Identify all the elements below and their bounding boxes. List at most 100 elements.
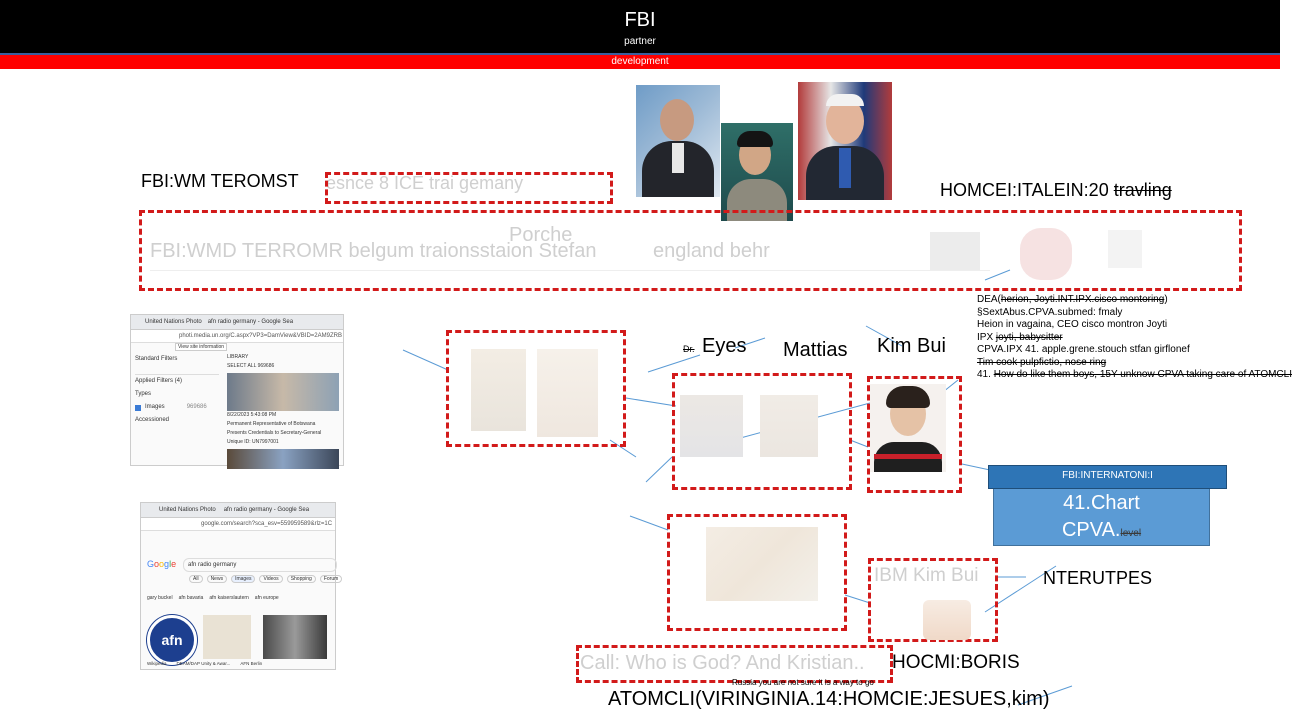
info-box-header	[988, 465, 1227, 489]
address-bar: photi.media.un.org/C.aspx?VP3=DamView&VB…	[131, 330, 343, 343]
note-item: CPVA.IPX 41. apple.grene.stouch stfan gi…	[977, 344, 1190, 355]
suggestion: afn bavaria	[178, 595, 204, 601]
info-box-header-label: FBI:INTERNATONI:I	[1062, 470, 1153, 481]
result-caption: Presents Credentials to Secretary-Genera…	[227, 430, 322, 436]
result-thumb	[227, 373, 339, 411]
label-hocmi-boris: HOCMI:BORIS	[892, 652, 1020, 673]
faint-portrait-man	[760, 395, 818, 457]
chip: Forum	[319, 575, 343, 583]
chip: Videos	[259, 575, 283, 583]
portrait-photo-kim-bui	[870, 384, 946, 472]
note-item: §SextAbus.CPVA.submed: fmaly	[977, 306, 1123, 318]
divider	[135, 374, 219, 375]
label-call-god: Call: Who is God? And Kristian..	[580, 652, 865, 674]
dashed-box-wmd	[139, 210, 1242, 291]
dashed-box-wm-terror	[325, 172, 613, 204]
notes-list: DEA(herion, Joyti.INT.IPX.cisco montorin…	[977, 294, 1292, 382]
suggestion: afn europe	[254, 595, 279, 601]
development-label: development	[611, 56, 669, 67]
photo-thumb	[263, 615, 327, 659]
note-item: Tim cook pulpfictio, nose ring	[977, 356, 1107, 368]
label-eyes: Eyes	[702, 335, 747, 357]
result-caption: Permanent Representative of Botswana	[227, 421, 316, 427]
note-item: Heion in vagaina, CEO cisco montron Joyt…	[977, 319, 1168, 330]
tooltip: View site information	[175, 343, 228, 351]
filter-chips: All News Images Videos Shopping Forum	[189, 575, 343, 583]
chip: Shopping	[286, 575, 316, 583]
label-homcei-text: HOMCEI:ITALEIN:20	[940, 180, 1109, 200]
browser-tab: United Nations Photo	[145, 319, 202, 325]
filter-sidebar: Standard Filters Applied Filters (4) Typ…	[135, 353, 219, 427]
faint-portrait-person	[537, 349, 598, 437]
dashed-box-mattias	[672, 373, 852, 490]
result-thumb	[227, 449, 339, 469]
development-bar	[0, 55, 1280, 69]
dashed-box-portraits-left	[446, 330, 626, 447]
header-subtitle: partner	[624, 36, 656, 47]
info-box-line2-small: level	[1120, 528, 1142, 539]
label-ibm-kim-bui: IBM Kim Bui	[874, 565, 979, 586]
search-box: afn radio germany	[183, 558, 337, 572]
label-england: england behr	[653, 240, 770, 262]
browser-tab-bar: United Nations Photo afn radio germany -…	[141, 503, 335, 518]
info-box-line2-text: CPVA.	[1061, 519, 1121, 541]
label-wm-terror: FBI:WM TEROMST	[141, 171, 299, 191]
standard-filters-label: Standard Filters	[135, 356, 178, 362]
portrait-photo-bald-man	[636, 85, 720, 197]
types-label: Types	[135, 391, 152, 397]
thumb-caption: Wikipedia	[147, 661, 167, 666]
select-all-label: SELECT ALL 969686	[227, 363, 275, 369]
label-wm-terror-faint: esnce 8 ICE trai gemany	[326, 173, 524, 193]
google-logo: Google	[147, 559, 177, 569]
faint-divider	[150, 270, 990, 271]
chip: Images	[231, 575, 256, 583]
info-box-line2: CPVA.level	[993, 519, 1210, 542]
dashed-box-ibm-kim-bui	[868, 558, 998, 642]
header-title: FBI	[624, 9, 656, 31]
label-dr: Dr.	[683, 344, 695, 354]
browser-tab-bar: United Nations Photo afn radio germany -…	[131, 315, 343, 330]
applied-filters-label: Applied Filters (4)	[135, 378, 183, 384]
faint-portrait-man-glasses	[680, 395, 743, 457]
label-nterutpes: NTERUTPES	[1043, 568, 1153, 588]
label-atomcli: ATOMCLI(VIRINGINIA.14:HOMCIE:JESUES,kim)	[608, 688, 1050, 710]
map-thumb	[203, 615, 251, 659]
label-wmd: FBI:WMD TERROMR belgum traionsstaion Ste…	[150, 240, 597, 262]
screenshot-un-photo: United Nations Photo afn radio germany -…	[130, 314, 344, 469]
label-kim-bui: Kim Bui	[877, 335, 946, 357]
accessioned-label: Accessioned	[135, 417, 170, 423]
browser-tab: United Nations Photo	[159, 507, 216, 513]
label-porche: Porche	[509, 224, 573, 246]
faint-portrait-woman	[471, 349, 526, 431]
thumb-caption: AFN Berlin	[240, 661, 263, 666]
browser-tab: afn radio germany - Google Sea	[207, 319, 294, 325]
chip: News	[206, 575, 228, 583]
label-mattias: Mattias	[783, 339, 848, 361]
results-area: LIBRARY SELECT ALL 969686 8/22/2023 5:43…	[227, 353, 341, 469]
portrait-photo-woman-glasses	[721, 123, 793, 221]
note-item: IPX joyti, babysitter	[977, 331, 1063, 343]
note-item: DEA(herion, Joyti.INT.IPX.cisco montorin…	[977, 294, 1168, 305]
library-label: LIBRARY	[227, 354, 249, 360]
thumb-captions: Wikipedia DEAM/DAP Unity & Awar... AFN B…	[147, 661, 262, 666]
note-item: 41. How do like them boys, 15Y unknow CP…	[977, 369, 1292, 380]
small-portrait-photo	[923, 600, 971, 640]
chip: All	[189, 575, 203, 583]
suggestion-row: gary buckel afn bavaria afn kaiserslaute…	[147, 595, 279, 601]
browser-tab: afn radio germany - Google Sea	[223, 507, 310, 513]
result-caption: Unique ID: UN7997001	[227, 439, 279, 445]
info-box-line1: 41.Chart	[1063, 492, 1140, 514]
dashed-box-kim-bui	[867, 376, 962, 493]
label-travling: travling	[1113, 180, 1172, 200]
ghost-image-car	[930, 232, 980, 270]
suggestion: gary buckel	[147, 595, 173, 601]
ghost-image-icon	[1108, 230, 1142, 268]
screenshot-google-search: United Nations Photo afn radio germany -…	[140, 502, 343, 670]
dashed-box-room	[667, 514, 847, 631]
thumb-caption: DEAM/DAP Unity & Awar...	[176, 661, 231, 666]
suggestion: afn kaiserslautern	[209, 595, 249, 601]
dashed-box-call	[576, 645, 893, 683]
portrait-photo-general	[798, 82, 892, 200]
label-homcei: HOMCEI:ITALEIN:20 travling	[940, 180, 1172, 201]
